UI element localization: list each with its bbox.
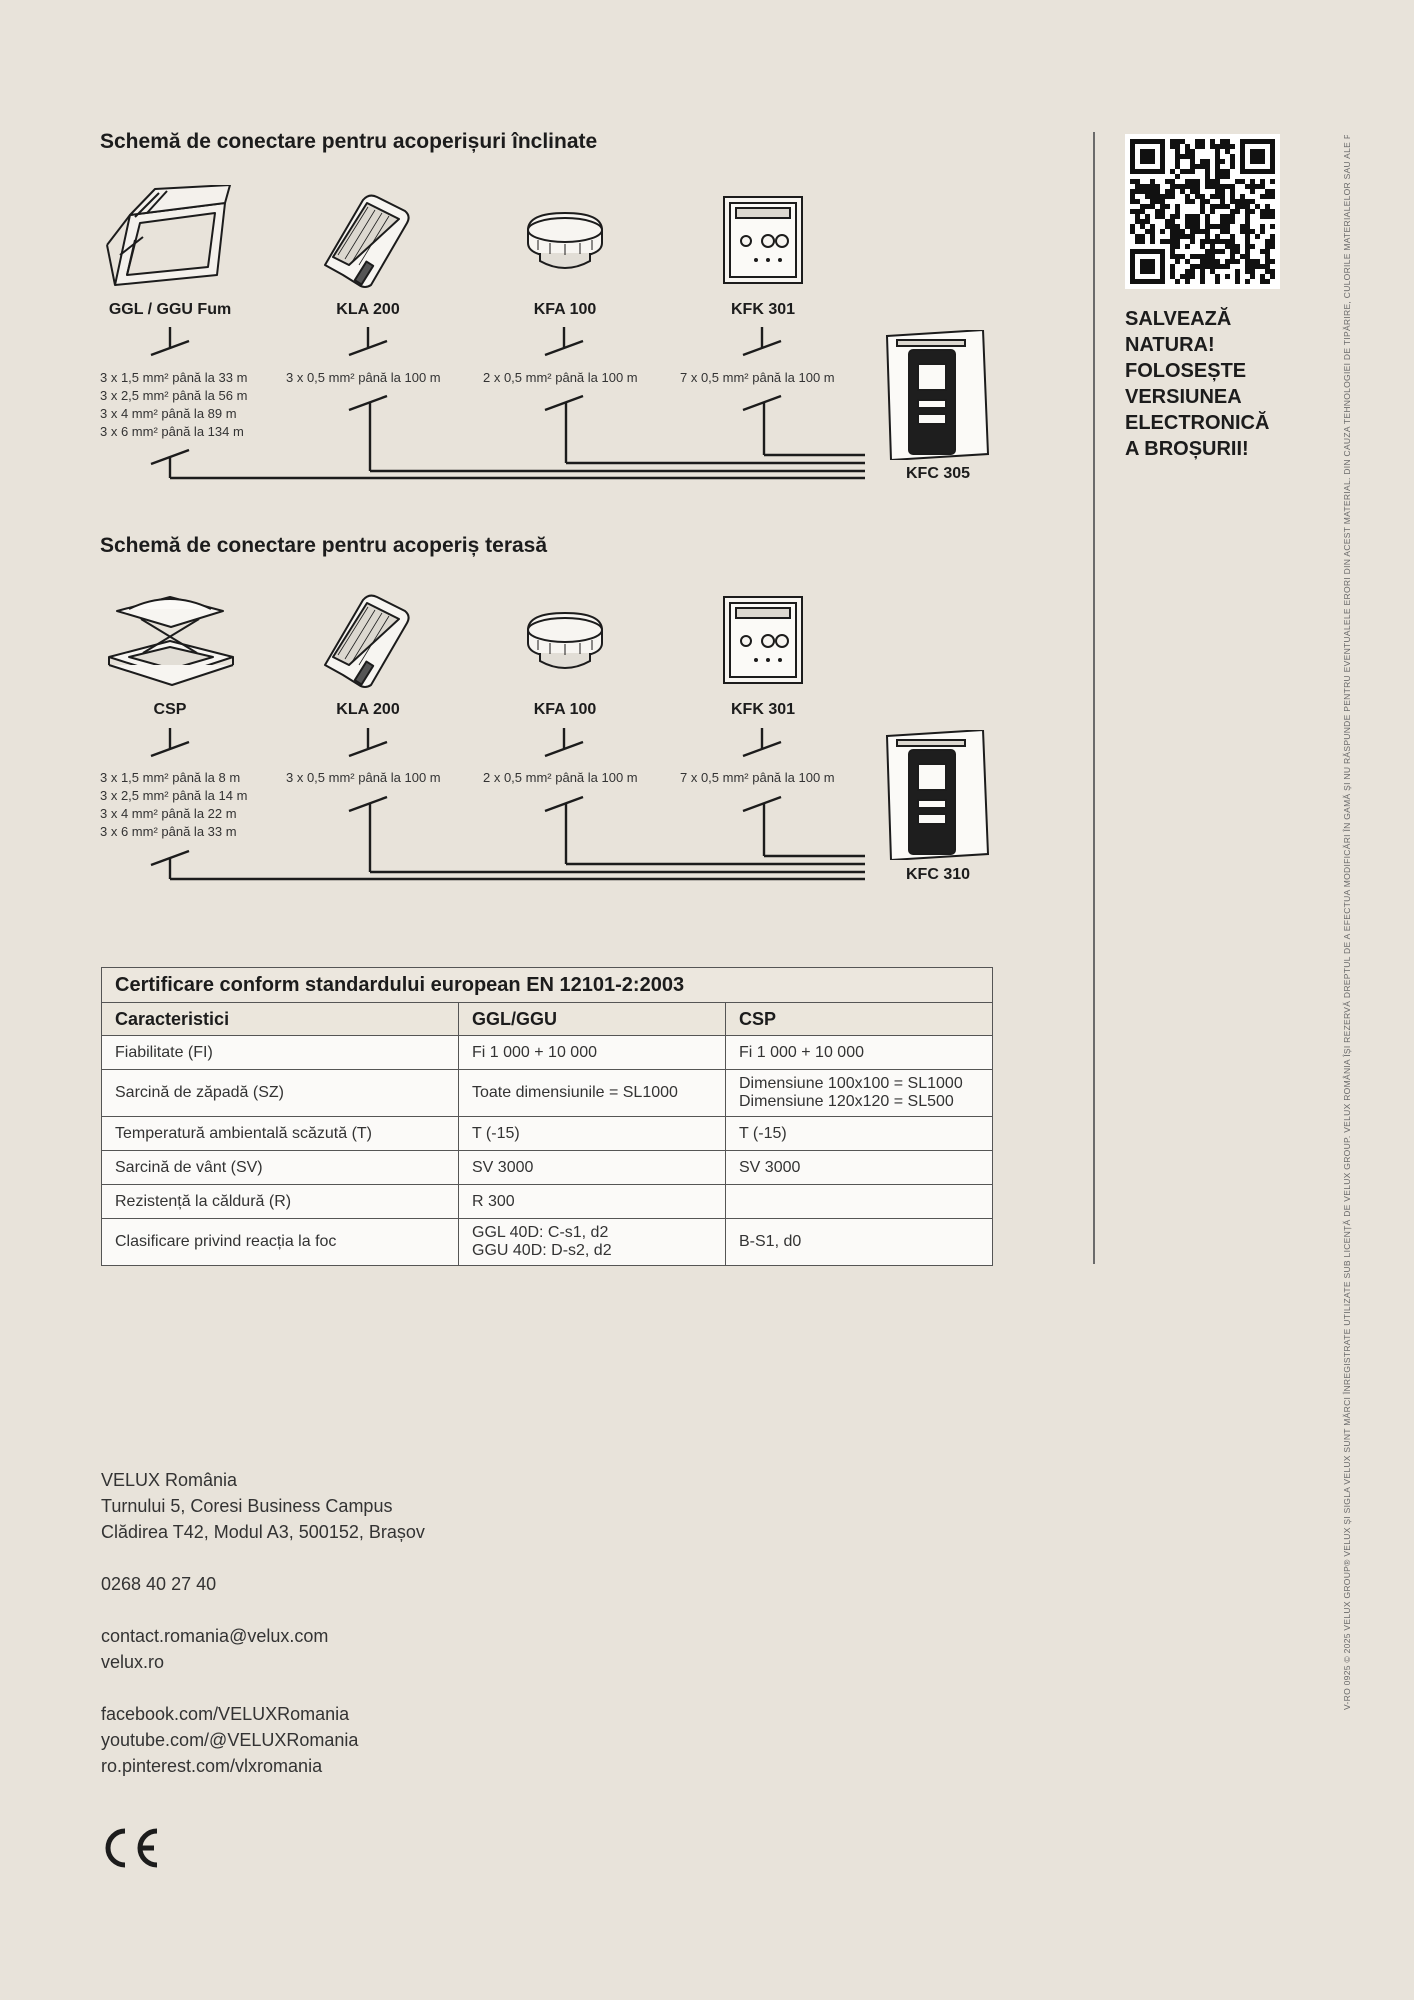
qr-code[interactable] bbox=[1125, 134, 1280, 289]
smoke-detector-icon bbox=[527, 211, 603, 269]
website-link[interactable]: velux.ro bbox=[101, 1652, 165, 1672]
control-panel-icon bbox=[723, 196, 803, 284]
controller-icon bbox=[885, 730, 990, 860]
wiring-diagram-sloped: GGL / GGU Fum KLA 200 KFA 100 bbox=[95, 185, 1020, 515]
smoke-detector-icon bbox=[527, 611, 603, 669]
table-row: Sarcină de vânt (SV) SV 3000 SV 3000 bbox=[101, 1150, 993, 1185]
section-title-flat: Schemă de conectare pentru acoperiș tera… bbox=[100, 534, 548, 557]
product-csp: CSP bbox=[85, 585, 255, 719]
product-kfa-100: KFA 100 bbox=[480, 585, 650, 719]
contact-address: VELUX România Turnului 5, Coresi Busines… bbox=[101, 1470, 425, 1542]
facebook-link[interactable]: facebook.com/VELUXRomania bbox=[101, 1704, 350, 1724]
product-name: KFA 100 bbox=[533, 701, 597, 718]
vertical-divider bbox=[1093, 132, 1095, 1264]
contact-social: facebook.com/VELUXRomania youtube.com/@V… bbox=[101, 1701, 358, 1779]
table-row: Clasificare privind reacția la foc GGL 4… bbox=[101, 1218, 993, 1266]
product-name: CSP bbox=[153, 701, 187, 718]
section-title-sloped: Schemă de conectare pentru acoperișuri î… bbox=[100, 130, 598, 153]
product-name: KLA 200 bbox=[336, 701, 400, 718]
wiring-diagram-flat: CSP KLA 200 KFA 100 bbox=[95, 585, 1020, 915]
ce-mark-icon bbox=[105, 1828, 158, 1868]
roof-window-icon bbox=[106, 185, 231, 286]
keypad-icon bbox=[324, 194, 410, 288]
flat-roof-dome-icon bbox=[108, 596, 234, 686]
keypad-icon bbox=[324, 594, 410, 688]
product-name: KFA 100 bbox=[533, 301, 597, 318]
table-row: Sarcină de zăpadă (SZ) Toate dimensiunil… bbox=[101, 1069, 993, 1117]
table-caption: Certificare conform standardului europea… bbox=[101, 967, 993, 1003]
product-kla-200: KLA 200 bbox=[283, 185, 453, 319]
contact-phone: 0268 40 27 40 bbox=[101, 1574, 217, 1594]
email-link[interactable]: contact.romania@velux.com bbox=[101, 1626, 329, 1646]
product-name: KFK 301 bbox=[730, 701, 796, 718]
cable-spec-kla: 3 x 0,5 mm² până la 100 m bbox=[286, 770, 441, 785]
cable-spec-csp: 3 x 1,5 mm² până la 8 m 3 x 2,5 mm² până… bbox=[100, 770, 248, 839]
product-name: GGL / GGU Fum bbox=[108, 301, 232, 318]
wiring-lines bbox=[150, 728, 865, 881]
table-row: Fiabilitate (FI) Fi 1 000 + 10 000 Fi 1 … bbox=[101, 1035, 993, 1070]
product-ggl-ggu: GGL / GGU Fum bbox=[85, 185, 255, 319]
product-kfa-100: KFA 100 bbox=[480, 185, 650, 319]
product-kfk-301: KFK 301 bbox=[678, 185, 848, 319]
cable-spec-kfk: 7 x 0,5 mm² până la 100 m bbox=[680, 370, 835, 385]
column-header: GGL/GGU bbox=[458, 1002, 726, 1036]
column-header: CSP bbox=[725, 1002, 993, 1036]
column-header: Caracteristici bbox=[101, 1002, 459, 1036]
pinterest-link[interactable]: ro.pinterest.com/vlxromania bbox=[101, 1756, 323, 1776]
cable-spec-kfa: 2 x 0,5 mm² până la 100 m bbox=[483, 370, 638, 385]
product-kfk-301: KFK 301 bbox=[678, 585, 848, 719]
wiring-lines bbox=[150, 327, 865, 480]
table-row: Temperatură ambientală scăzută (T) T (-1… bbox=[101, 1116, 993, 1151]
legal-notice: V-RO 0925 © 2025 VELUX GROUP® VELUX ȘI S… bbox=[1342, 135, 1352, 1710]
controller-icon bbox=[885, 330, 990, 460]
controller-name: KFC 310 bbox=[906, 866, 971, 883]
product-name: KLA 200 bbox=[336, 301, 400, 318]
promo-text: SALVEAZĂ NATURA! FOLOSEȘTE VERSIUNEA ELE… bbox=[1125, 308, 1270, 460]
youtube-link[interactable]: youtube.com/@VELUXRomania bbox=[101, 1730, 359, 1750]
controller-name: KFC 305 bbox=[906, 465, 971, 482]
certification-table: Certificare conform standardului europea… bbox=[101, 967, 993, 1266]
table-row: Rezistență la căldură (R) R 300 bbox=[101, 1184, 993, 1219]
cable-spec-kfa: 2 x 0,5 mm² până la 100 m bbox=[483, 770, 638, 785]
cable-spec-window: 3 x 1,5 mm² până la 33 m 3 x 2,5 mm² pân… bbox=[100, 370, 248, 439]
product-kla-200: KLA 200 bbox=[283, 585, 453, 719]
cable-spec-kfk: 7 x 0,5 mm² până la 100 m bbox=[680, 770, 835, 785]
qr-code-icon bbox=[1130, 139, 1275, 284]
contact-web: contact.romania@velux.com velux.ro bbox=[101, 1623, 328, 1675]
product-name: KFK 301 bbox=[730, 301, 796, 318]
cable-spec-kla: 3 x 0,5 mm² până la 100 m bbox=[286, 370, 441, 385]
control-panel-icon bbox=[723, 596, 803, 684]
